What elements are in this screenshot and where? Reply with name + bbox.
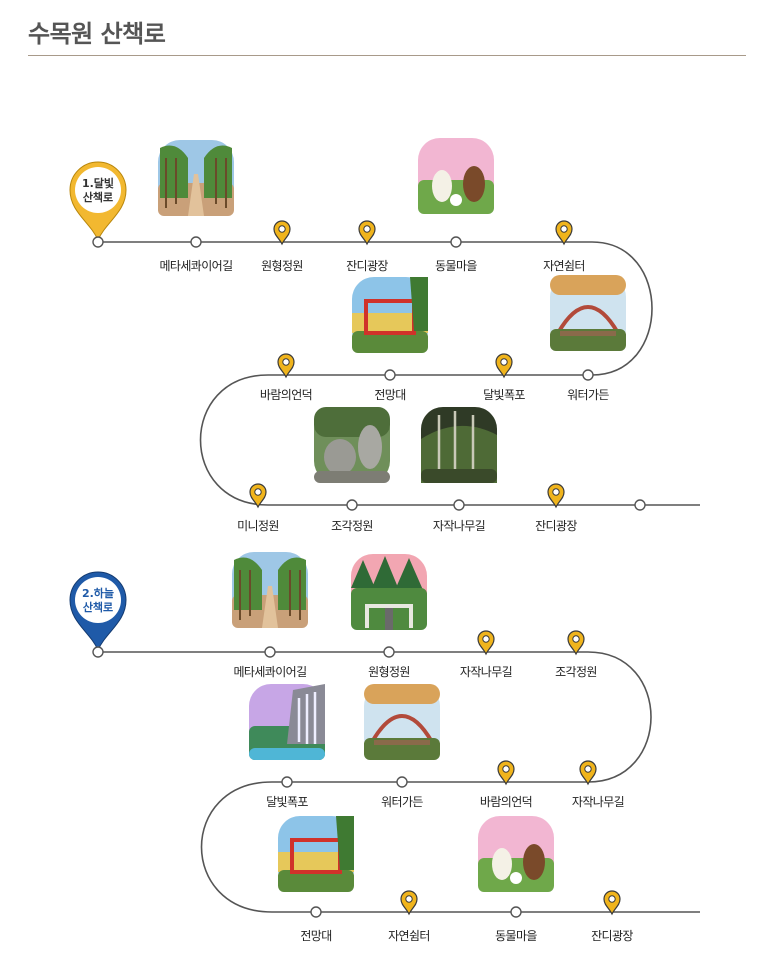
stop-label: 달빛폭포 — [483, 388, 525, 402]
stop-label: 메타세콰이어길 — [159, 259, 232, 273]
route2-path — [98, 651, 700, 913]
map-pin-icon — [555, 220, 573, 245]
stop-label: 전망대 — [374, 388, 405, 402]
route1-stop-sculpture-garden: 조각정원 — [314, 407, 390, 533]
stop-label: 원형정원 — [368, 665, 410, 679]
stop-label: 조각정원 — [331, 519, 373, 533]
photo-waterfall — [249, 684, 325, 760]
route2-stop-nature-rest: 자연쉼터 — [388, 890, 430, 943]
route1-badge-line1: 1.달빛 — [82, 176, 114, 190]
route1-stop-birch-road: 자작나무길 — [421, 407, 497, 533]
photo-metasequoia — [158, 140, 234, 216]
stop-label: 원형정원 — [261, 259, 303, 273]
route1-badge: 1.달빛 산책로 — [69, 161, 127, 242]
route2-stop-moonlight-falls: 달빛폭포 — [249, 684, 325, 809]
stop-label: 워터가든 — [381, 795, 423, 809]
route2-stop-sculpture-garden: 조각정원 — [555, 630, 597, 679]
map-pin-icon — [579, 760, 597, 785]
route2-badge-line2: 산책로 — [83, 600, 113, 614]
map-pin-icon — [603, 890, 621, 915]
route1-stop-round-garden: 원형정원 — [261, 220, 303, 273]
route2-stop-round-garden: 원형정원 — [351, 554, 427, 679]
stop-label: 자작나무길 — [433, 519, 485, 533]
photo-birch — [421, 407, 497, 483]
stop-label: 자작나무길 — [572, 795, 624, 809]
route1-stop-mini-garden: 미니정원 — [237, 483, 279, 533]
title-divider — [28, 55, 746, 56]
stop-label: 바람의언덕 — [480, 795, 532, 809]
route2-stop-birch-road: 자작나무길 — [460, 630, 513, 679]
route2-stop-wind-hill: 바람의언덕 — [480, 760, 533, 809]
stop-label: 잔디광장 — [591, 929, 633, 943]
map-pin-icon — [547, 483, 565, 508]
map-pin-icon — [273, 220, 291, 245]
route2-stop-animal-village: 동물마을 — [478, 816, 554, 943]
map-pin-icon — [277, 353, 295, 378]
stop-label: 자작나무길 — [460, 665, 512, 679]
map-pin-icon — [400, 890, 418, 915]
route1-stop-wind-hill: 바람의언덕 — [260, 353, 313, 402]
stop-label: 동물마을 — [495, 929, 537, 943]
stop-label: 워터가든 — [567, 388, 609, 402]
photo-animal-village — [418, 138, 494, 214]
route1-badge-line2: 산책로 — [83, 190, 113, 204]
photo-animal-village — [478, 816, 554, 892]
route2-stop-water-garden: 워터가든 — [364, 684, 440, 809]
route2-stop-birch-road-2: 자작나무길 — [572, 760, 625, 809]
map-pin-icon — [495, 353, 513, 378]
photo-observatory — [352, 277, 428, 353]
map-pin-icon — [477, 630, 495, 655]
route1-stop-observatory: 전망대 — [352, 277, 428, 402]
route2-stop-observatory: 전망대 — [278, 816, 354, 943]
photo-observatory — [278, 816, 354, 892]
route2-badge: 2.하늘 산책로 — [69, 571, 127, 652]
stop-label: 조각정원 — [555, 665, 597, 679]
route1-stop-metasequoia: 메타세콰이어길 — [158, 140, 234, 273]
stop-label: 전망대 — [300, 929, 331, 943]
stop-label: 바람의언덕 — [260, 388, 312, 402]
stop-label: 자연쉼터 — [388, 929, 430, 943]
stop-label: 잔디광장 — [346, 259, 388, 273]
stop-label: 동물마을 — [435, 259, 477, 273]
route1-stop-moonlight-falls: 달빛폭포 — [483, 353, 526, 402]
page-title: 수목원 산책로 — [28, 20, 166, 48]
route2-stop-metasequoia: 메타세콰이어길 — [232, 552, 308, 679]
route1-stop-lawn-plaza-2: 잔디광장 — [535, 483, 578, 533]
route1-end-dot — [634, 499, 646, 511]
map-pin-icon — [358, 220, 376, 245]
map-pin-icon — [497, 760, 515, 785]
stop-label: 메타세콰이어길 — [233, 665, 306, 679]
route1-stop-water-garden: 워터가든 — [550, 275, 626, 402]
stop-label: 잔디광장 — [535, 519, 577, 533]
map-pin-icon — [567, 630, 585, 655]
photo-water-garden — [364, 684, 440, 760]
photo-round-garden — [351, 554, 427, 630]
stop-label: 달빛폭포 — [266, 795, 308, 809]
route1-stop-nature-rest: 자연쉼터 — [543, 220, 585, 273]
route1-path — [98, 241, 700, 506]
photo-sculpture — [314, 407, 390, 483]
route2-stop-lawn-plaza: 잔디광장 — [591, 890, 634, 943]
route2-start-dot — [92, 646, 104, 658]
stop-label: 자연쉼터 — [543, 259, 585, 273]
route2-badge-line1: 2.하늘 — [82, 586, 114, 600]
route1-stop-animal-village: 동물마을 — [418, 138, 494, 273]
route1-start-dot — [92, 236, 104, 248]
photo-metasequoia — [232, 552, 308, 628]
route1-stop-lawn-plaza: 잔디광장 — [346, 220, 389, 273]
photo-water-garden — [550, 275, 626, 351]
stop-label: 미니정원 — [237, 519, 279, 533]
